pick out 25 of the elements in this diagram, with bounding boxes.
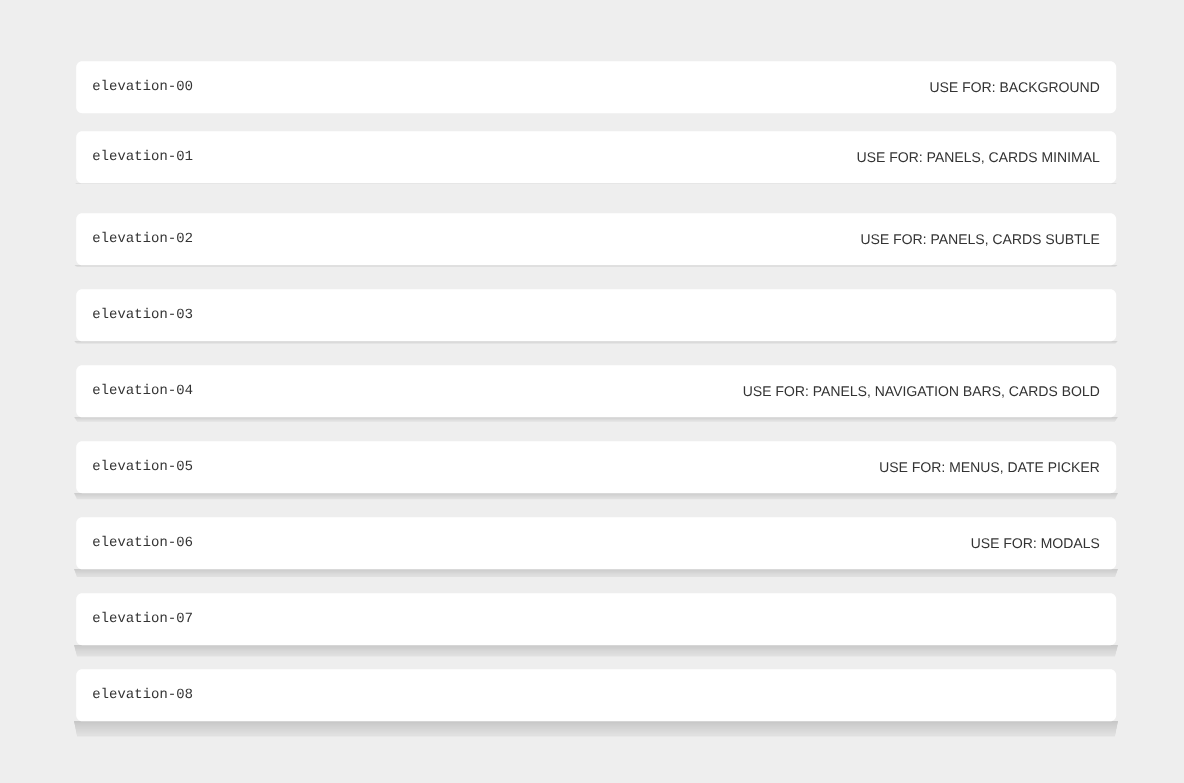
usage-note: USE FOR: PANELS, CARDS SUBTLE [861,234,1100,246]
card [76,669,1117,722]
card [76,441,1117,494]
usage-note: USE FOR: BACKGROUND [930,82,1100,93]
card [76,289,1117,342]
card [76,131,1117,184]
usage-note: USE FOR: PANELS, NAVIGATION BARS, CARDS BOLD [743,386,1100,398]
token-name: elevation-03 [93,307,193,319]
token-name: elevation-01 [93,149,193,161]
token-name: elevation-02 [93,231,192,243]
token-name: elevation-06 [93,535,193,547]
card [76,517,1117,570]
usage-note: USE FOR: PANELS, CARDS MINIMAL [857,152,1100,164]
token-name: elevation-07 [93,611,192,623]
token-name: elevation-05 [93,459,193,471]
drop-shadow [74,493,1118,500]
token-name: elevation-04 [93,383,193,395]
drop-shadow [74,721,1118,737]
card [76,365,1117,418]
token-name: elevation-00 [93,79,193,91]
usage-note: USE FOR: MODALS [971,538,1100,549]
token-name: elevation-08 [93,687,193,699]
card [76,593,1117,646]
usage-note: USE FOR: MENUS, DATE PICKER [880,462,1100,474]
card [76,213,1117,266]
